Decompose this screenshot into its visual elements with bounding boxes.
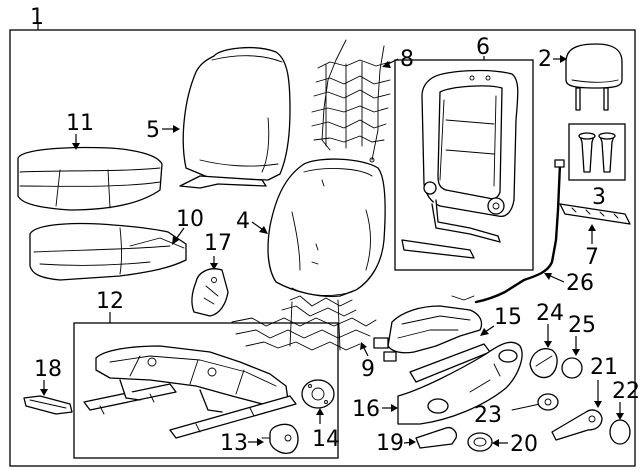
outer-frame (9, 29, 636, 467)
connector-harness-part (373, 295, 491, 383)
callout-26: 26 (566, 271, 594, 296)
side-shield-part (397, 341, 523, 425)
callout-5: 5 (146, 118, 160, 143)
cap-part (561, 357, 583, 379)
side-bracket-part (191, 268, 229, 317)
callout-22: 22 (612, 379, 640, 404)
trim-cover-part (23, 395, 73, 415)
handle-part (415, 426, 458, 449)
seat-back-frame-part (401, 69, 519, 259)
adjuster-box-12 (73, 322, 339, 459)
spring-mat-part (311, 39, 391, 163)
callout-18: 18 (34, 357, 62, 382)
callout-6: 6 (476, 35, 490, 60)
cushion-pad-part (29, 222, 187, 281)
callout-23: 23 (474, 403, 502, 428)
wire-harness-part (474, 159, 565, 304)
callout-11: 11 (66, 111, 94, 136)
headrest-guides-part (578, 132, 616, 173)
lever-cap-part (609, 419, 631, 445)
recline-lever-part (551, 409, 603, 441)
callout-4: 4 (236, 209, 250, 234)
callout-15: 15 (494, 305, 522, 330)
headrest-part (565, 43, 623, 111)
ring-part (467, 432, 493, 452)
callout-2: 2 (538, 47, 552, 72)
callout-19: 19 (376, 431, 404, 456)
callout-1: 1 (30, 5, 44, 30)
bracket-part (559, 203, 631, 225)
callout-8: 8 (400, 47, 414, 72)
callout-21: 21 (590, 355, 618, 380)
seat-back-cover-part (179, 47, 291, 189)
callout-24: 24 (536, 301, 564, 326)
guides-box-3 (568, 123, 626, 181)
seat-springs-part (231, 295, 377, 351)
callout-9: 9 (361, 357, 375, 382)
callout-16: 16 (352, 397, 380, 422)
callout-10: 10 (176, 207, 204, 232)
adjust-knob-part (529, 348, 558, 379)
cushion-cover-part (17, 146, 163, 211)
motor-part (301, 379, 335, 409)
motor-13-part (261, 423, 299, 454)
seat-adjuster-part (83, 345, 297, 439)
recliner-knob-part (511, 393, 559, 411)
callout-17: 17 (204, 231, 232, 256)
frame-box-6 (394, 59, 534, 271)
callout-13: 13 (220, 431, 248, 456)
callout-7: 7 (585, 245, 599, 270)
callout-labels: 1 2 3 4 5 6 7 8 9 10 11 12 13 14 (30, 5, 640, 457)
seat-back-pad-part (267, 158, 386, 298)
callout-25: 25 (568, 313, 596, 338)
callout-12: 12 (96, 289, 124, 314)
callout-14: 14 (312, 427, 340, 452)
callout-3: 3 (592, 185, 606, 210)
callout-20: 20 (510, 432, 538, 457)
